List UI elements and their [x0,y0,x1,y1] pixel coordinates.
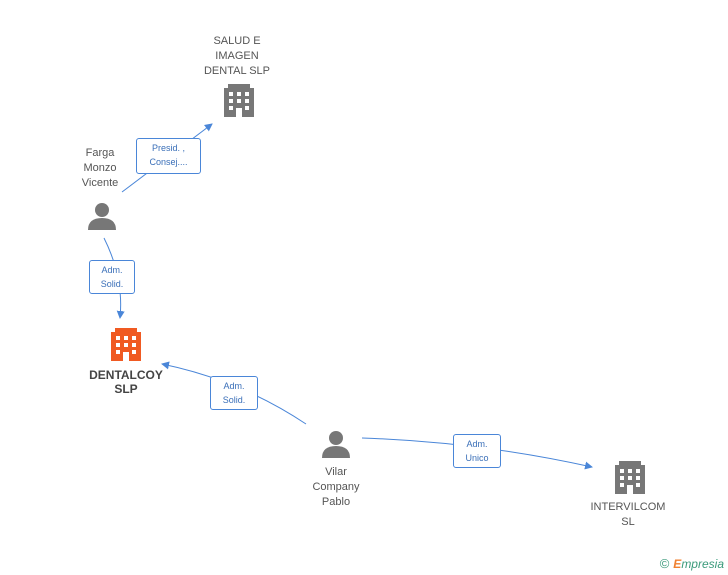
person-icon[interactable] [322,431,350,458]
building-icon[interactable] [224,84,254,117]
node-label-intervilcom[interactable]: INTERVILCOM SL [590,501,666,528]
node-label-dentalcoy[interactable]: DENTALCOY SLP [89,368,163,396]
copyright-icon: © [659,556,670,571]
person-icon[interactable] [88,203,116,230]
node-label-salud[interactable]: SALUD E IMAGEN DENTAL SLP [203,35,271,77]
edge-label-vilar-dentalcoy: Adm. Solid. [210,376,258,410]
edge-label-vilar-intervilcom: Adm. Unico [453,434,501,468]
building-icon[interactable] [111,328,141,361]
empresia-logo: ©Empresia [659,556,724,571]
edge-label-farga-salud: Presid. , Consej.... [136,138,201,174]
node-label-vilar[interactable]: Vilar Company Pablo [312,466,360,508]
node-label-farga[interactable]: Farga Monzo Vicente [81,147,119,189]
edge-label-farga-dentalcoy: Adm. Solid. [89,260,135,294]
building-icon[interactable] [615,461,645,494]
